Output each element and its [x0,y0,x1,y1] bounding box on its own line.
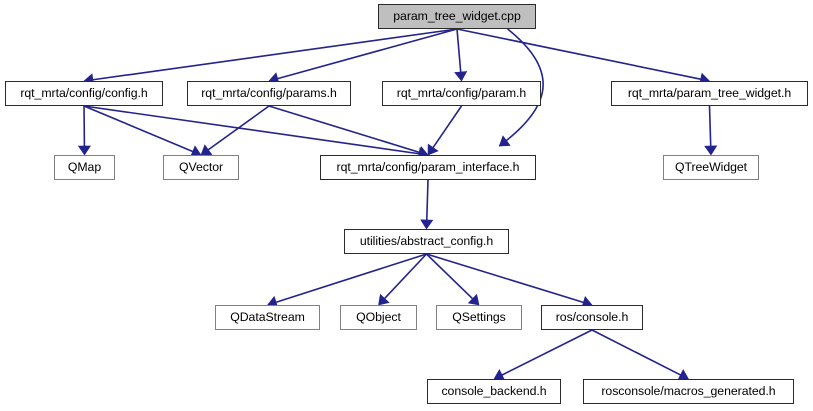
graph-node-qmap[interactable]: QMap [54,155,115,180]
graph-edge-param-tree-widget-h-to-qtreewidget-arrow-icon [704,145,718,156]
graph-edge-abstract-config-h-to-ros-console-h [426,253,584,304]
graph-node-macros-generated-h[interactable]: rosconsole/macros_generated.h [583,379,794,404]
graph-edge-param-tree-widget-cpp-to-config-h [92,28,458,81]
graph-node-qdatastream[interactable]: QDataStream [215,305,320,330]
graph-node-param-interface-h[interactable]: rqt_mrta/config/param_interface.h [320,155,536,180]
graph-edge-config-h-to-qvector [83,105,194,153]
graph-node-params-h[interactable]: rqt_mrta/config/params.h [187,81,351,106]
graph-node-label: rosconsole/macros_generated.h [601,384,776,399]
graph-edge-abstract-config-h-to-qsettings-arrow-icon [467,293,480,306]
graph-node-param-h[interactable]: rqt_mrta/config/param.h [382,81,541,106]
graph-node-label: QTreeWidget [674,160,748,175]
graph-node-param-tree-widget-h[interactable]: rqt_mrta/param_tree_widget.h [611,81,808,106]
graph-node-param-tree-widget-cpp[interactable]: param_tree_widget.cpp [378,4,536,29]
graph-node-label: QDataStream [230,310,305,325]
graph-edge-param-interface-h-to-abstract-config-h-arrow-icon [420,219,434,230]
graph-edge-param-tree-widget-cpp-to-param-interface-h-arrow-icon [498,135,511,147]
graph-edge-param-h-to-param-interface-h [432,105,463,149]
graph-node-label: QMap [67,160,102,175]
graph-edge-params-h-to-qvector-arrow-icon [200,144,213,156]
graph-edge-abstract-config-h-to-qsettings [425,253,474,300]
graph-node-label: QVector [178,160,224,175]
graph-edge-abstract-config-h-to-qobject [384,253,428,299]
graph-node-console-backend-h[interactable]: console_backend.h [427,379,561,404]
graph-edge-param-tree-widget-cpp-to-param-tree-widget-h [456,28,701,80]
graph-edge-param-tree-widget-h-to-qtreewidget [708,105,712,147]
graph-edge-config-h-to-param-interface-h [83,105,420,155]
graph-edge-ros-console-h-to-console-backend-h [501,329,593,376]
graph-node-ros-console-h[interactable]: ros/console.h [541,305,643,330]
graph-node-qtreewidget[interactable]: QTreeWidget [663,155,759,180]
graph-node-label: QSettings [452,310,506,325]
graph-node-label: rqt_mrta/config/params.h [201,86,337,101]
graph-edge-param-tree-widget-cpp-to-params-h [277,28,458,80]
graph-edge-params-h-to-qvector [207,105,270,151]
graph-edge-abstract-config-h-to-qdatastream [275,253,427,304]
graph-edge-param-h-to-param-interface-h-arrow-icon [427,143,439,156]
graph-edge-config-h-to-qmap-arrow-icon [77,145,91,156]
graph-node-label: console_backend.h [441,384,547,399]
graph-edge-param-tree-widget-cpp-to-param-h-arrow-icon [454,71,468,82]
graph-node-label: rqt_mrta/config/param_interface.h [336,160,520,175]
graph-edge-params-h-to-param-interface-h [268,105,420,154]
graph-node-label: utilities/abstract_config.h [359,234,494,249]
graph-node-label: rqt_mrta/config/config.h [20,86,148,101]
graph-node-label: param_tree_widget.cpp [393,9,521,24]
graph-node-abstract-config-h[interactable]: utilities/abstract_config.h [344,229,509,254]
graph-node-qvector[interactable]: QVector [163,155,239,180]
graph-edge-ros-console-h-to-macros-generated-h [591,329,681,376]
graph-node-label: QObject [356,310,401,325]
graph-edge-abstract-config-h-to-qobject-arrow-icon [378,293,390,306]
graph-node-label: rqt_mrta/config/param.h [396,86,527,101]
graph-node-label: rqt_mrta/param_tree_widget.h [627,86,792,101]
graph-edge-param-interface-h-to-abstract-config-h [425,179,429,221]
graph-node-qsettings[interactable]: QSettings [436,305,522,330]
graph-node-qobject[interactable]: QObject [340,305,417,330]
graph-node-config-h[interactable]: rqt_mrta/config/config.h [5,81,163,106]
graph-edge-param-tree-widget-cpp-to-param-interface-h [498,28,544,147]
graph-node-label: ros/console.h [555,310,629,325]
graph-edge-param-tree-widget-cpp-to-param-h [456,28,462,73]
